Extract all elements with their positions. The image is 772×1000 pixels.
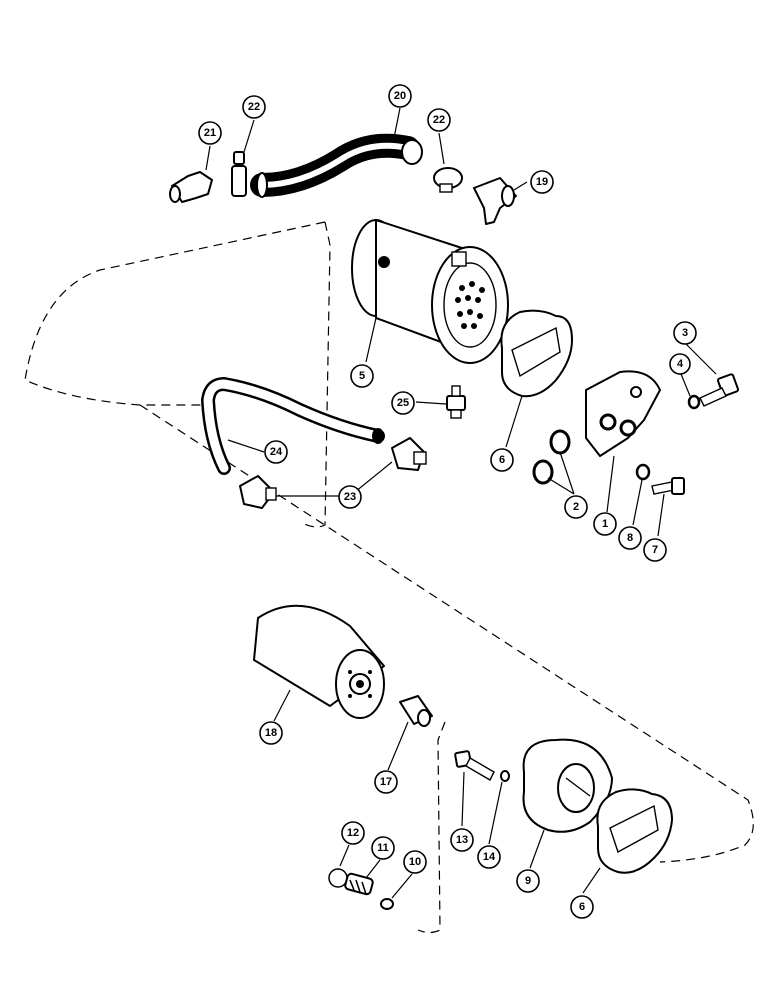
oil-cooler-part xyxy=(351,219,509,364)
callout-18: 18 xyxy=(259,721,283,745)
svg-text:12: 12 xyxy=(347,827,359,839)
svg-text:23: 23 xyxy=(344,491,356,503)
svg-text:21: 21 xyxy=(204,127,216,139)
svg-text:20: 20 xyxy=(394,90,406,102)
bolt-filter-part xyxy=(454,750,495,781)
hose-connector-part xyxy=(231,151,247,197)
svg-text:14: 14 xyxy=(483,851,496,863)
bolt-upper-part xyxy=(699,373,740,407)
svg-text:7: 7 xyxy=(652,544,658,556)
callout-17: 17 xyxy=(374,770,398,794)
callout-23: 23 xyxy=(338,485,362,509)
bolt-lower-part xyxy=(651,477,685,495)
small-valve-part xyxy=(446,385,466,419)
callout-4: 4 xyxy=(669,353,691,375)
ball-part xyxy=(328,868,348,888)
callout-11: 11 xyxy=(371,836,395,860)
washer-filter-part xyxy=(500,770,510,782)
callouts: 20 22 21 22 19 3 4 5 25 6 24 23 2 1 8 7 … xyxy=(198,84,697,919)
callout-12: 12 xyxy=(341,821,365,845)
nut-part xyxy=(635,463,651,481)
callout-2: 2 xyxy=(564,495,588,519)
callout-7: 7 xyxy=(643,538,667,562)
callout-22: 22 xyxy=(242,95,266,119)
svg-text:24: 24 xyxy=(270,446,283,458)
svg-text:8: 8 xyxy=(627,532,633,544)
spring-part xyxy=(344,872,374,896)
tee-fitting-part xyxy=(473,177,517,225)
callout-13: 13 xyxy=(450,828,474,852)
svg-text:25: 25 xyxy=(397,397,409,409)
callout-21: 21 xyxy=(198,121,222,145)
elbow-fitting-part xyxy=(169,171,213,203)
connectors-part xyxy=(239,437,427,509)
assembly-outline-lower xyxy=(139,404,754,934)
svg-text:4: 4 xyxy=(677,358,684,370)
svg-text:18: 18 xyxy=(265,727,277,739)
svg-text:1: 1 xyxy=(602,518,608,530)
assembly-outline-upper xyxy=(24,221,331,528)
hose-part xyxy=(250,133,423,198)
callout-1: 1 xyxy=(593,512,617,536)
plug-part xyxy=(380,898,394,910)
callout-9: 9 xyxy=(516,869,540,893)
leader-lines xyxy=(205,107,717,899)
oil-filter-part xyxy=(253,604,385,719)
svg-text:17: 17 xyxy=(380,776,392,788)
callout-19: 19 xyxy=(530,170,554,194)
callout-10: 10 xyxy=(403,850,427,874)
svg-text:10: 10 xyxy=(409,856,421,868)
callout-20: 20 xyxy=(388,84,412,108)
svg-text:6: 6 xyxy=(579,901,585,913)
svg-text:5: 5 xyxy=(359,370,365,382)
nipple-fitting-part xyxy=(399,695,433,727)
svg-text:9: 9 xyxy=(525,875,531,887)
hose-clamp-part xyxy=(433,167,463,193)
callout-24: 24 xyxy=(264,440,288,464)
svg-text:6: 6 xyxy=(499,454,505,466)
svg-text:11: 11 xyxy=(377,842,389,854)
svg-text:22: 22 xyxy=(433,114,445,126)
adapter-part xyxy=(585,370,661,457)
washer-part xyxy=(687,394,701,410)
svg-text:13: 13 xyxy=(456,834,468,846)
callout-8: 8 xyxy=(618,526,642,550)
svg-text:2: 2 xyxy=(573,501,579,513)
callout-22: 22 xyxy=(427,108,451,132)
svg-text:22: 22 xyxy=(248,101,260,113)
callout-6: 6 xyxy=(490,448,514,472)
callout-25: 25 xyxy=(391,391,415,415)
svg-text:3: 3 xyxy=(682,327,688,339)
callout-14: 14 xyxy=(477,845,501,869)
o-rings-part xyxy=(532,429,571,485)
callout-3: 3 xyxy=(673,321,697,345)
gasket-upper-part xyxy=(500,309,573,398)
callout-5: 5 xyxy=(350,364,374,388)
gasket-lower-part xyxy=(596,788,673,874)
tube-part xyxy=(200,376,385,475)
svg-text:19: 19 xyxy=(536,176,548,188)
callout-6: 6 xyxy=(570,895,594,919)
